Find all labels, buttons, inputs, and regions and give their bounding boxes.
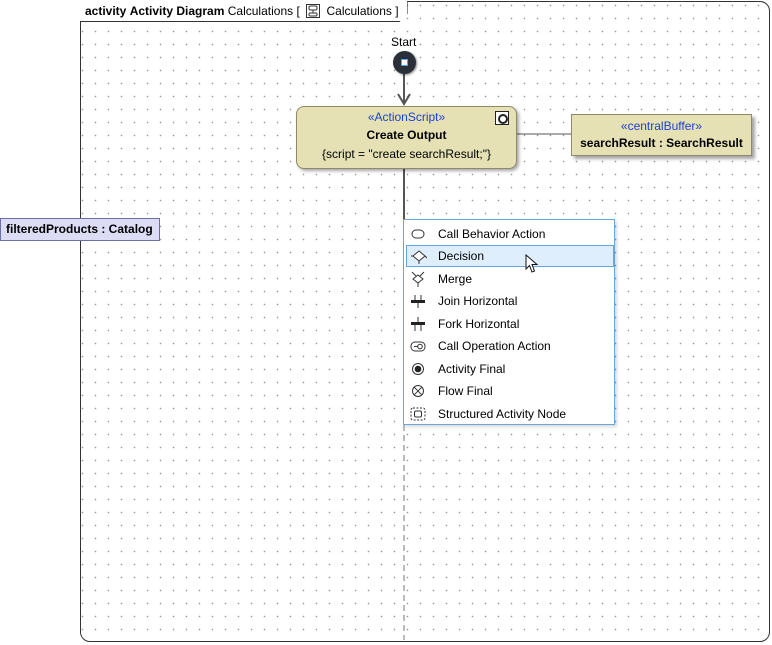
menu-item-call-behavior-action[interactable]: Call Behavior Action xyxy=(406,223,614,245)
control-flow-arrowhead xyxy=(397,93,411,106)
start-label: Start xyxy=(391,35,417,49)
merge-icon xyxy=(411,271,425,287)
diagram-type: Activity Diagram xyxy=(129,4,225,18)
menu-item-label: Call Behavior Action xyxy=(438,227,546,241)
menu-item-label: Structured Activity Node xyxy=(438,407,567,421)
menu-item-label: Activity Final xyxy=(438,362,506,376)
activity-icon xyxy=(306,4,320,18)
start-node[interactable] xyxy=(393,51,416,74)
action-create-output[interactable]: «ActionScript» Create Output {script = "… xyxy=(296,106,517,169)
menu-item-merge[interactable]: Merge xyxy=(406,268,614,290)
structured-activity-node-icon xyxy=(410,407,426,421)
menu-item-structured-activity-node[interactable]: Structured Activity Node xyxy=(406,403,614,425)
buffer-name: searchResult : SearchResult xyxy=(580,136,743,150)
join-horizontal-icon xyxy=(411,295,425,308)
menu-item-join-horizontal[interactable]: Join Horizontal xyxy=(406,290,614,312)
action-name: Create Output xyxy=(366,128,447,142)
action-stereotype: «ActionScript» xyxy=(367,110,446,124)
diagram-name: Calculations xyxy=(227,4,294,18)
mouse-pointer-icon xyxy=(525,254,539,273)
gear-icon xyxy=(495,111,509,125)
menu-item-label: Join Horizontal xyxy=(438,294,518,308)
diagram-frame-header: activity Activity Diagram Calculations [… xyxy=(80,1,408,22)
menu-item-label: Flow Final xyxy=(438,384,493,398)
diagram-kind: activity xyxy=(85,4,127,18)
call-behavior-action-icon xyxy=(411,229,425,239)
menu-item-decision[interactable]: Decision xyxy=(406,245,614,267)
menu-item-label: Merge xyxy=(438,272,473,286)
call-operation-action-icon xyxy=(410,341,426,352)
bracket-close: ] xyxy=(395,4,399,18)
fork-horizontal-icon xyxy=(411,317,425,331)
behavior-name: Calculations xyxy=(326,4,392,18)
menu-item-label: Fork Horizontal xyxy=(438,317,520,331)
flow-final-icon xyxy=(412,385,424,397)
central-buffer-node[interactable]: «centralBuffer» searchResult : SearchRes… xyxy=(571,114,752,156)
menu-item-flow-final[interactable]: Flow Final xyxy=(406,380,614,402)
menu-item-label: Call Operation Action xyxy=(438,339,551,353)
menu-item-activity-final[interactable]: Activity Final xyxy=(406,358,614,380)
menu-item-label: Decision xyxy=(438,249,485,263)
activity-final-icon xyxy=(412,363,424,375)
menu-item-fork-horizontal[interactable]: Fork Horizontal xyxy=(406,313,614,335)
action-script: {script = "create searchResult;"} xyxy=(322,147,491,161)
object-node-filtered-products[interactable]: filteredProducts : Catalog xyxy=(0,218,160,241)
menu-item-call-operation-action[interactable]: Call Operation Action xyxy=(406,335,614,357)
bracket-open: [ xyxy=(296,4,300,18)
buffer-stereotype: «centralBuffer» xyxy=(620,119,703,133)
node-type-popup-menu: Call Behavior Action Decision Merge Join… xyxy=(403,219,615,425)
decision-icon xyxy=(411,250,427,264)
